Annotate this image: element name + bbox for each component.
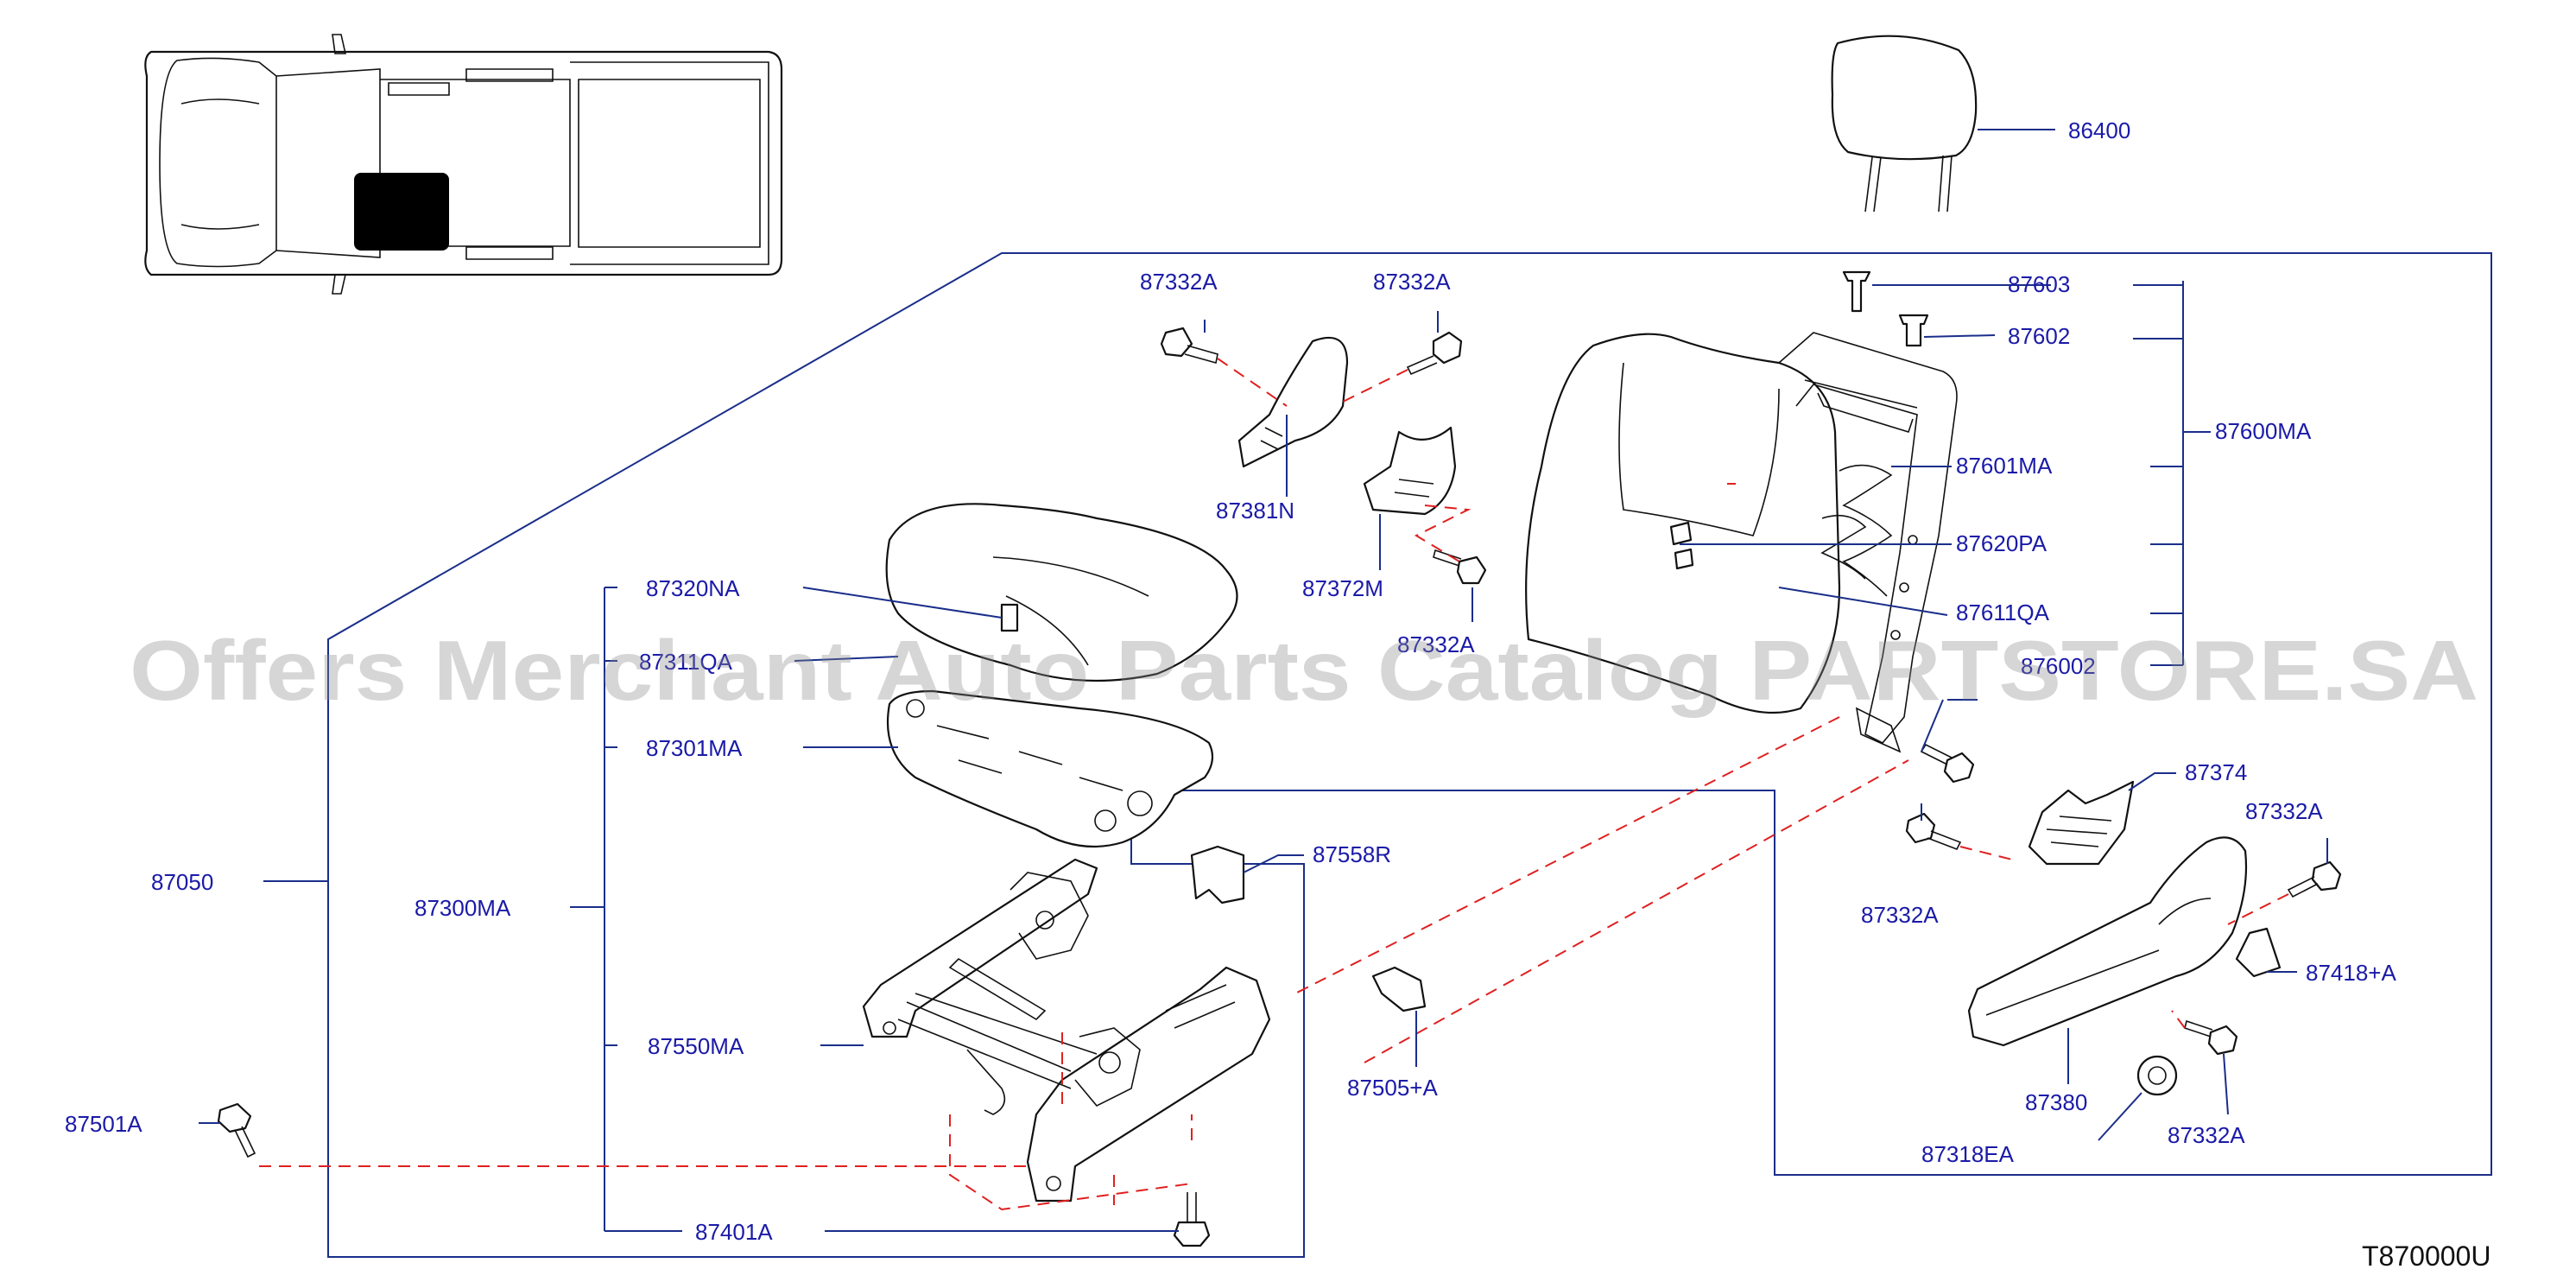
- clip-87602: [1898, 314, 1929, 347]
- label-87374[interactable]: 87374: [2185, 759, 2247, 785]
- bolt-87332A-5: [1905, 812, 1962, 851]
- label-87401A[interactable]: 87401A: [695, 1219, 773, 1245]
- label-87332A-top-middle[interactable]: 87332A: [1373, 269, 1451, 295]
- label-87300MA[interactable]: 87300MA: [415, 895, 511, 921]
- bolt-87501A: [217, 1102, 256, 1158]
- finisher-87380: [1967, 836, 2248, 1047]
- label-87332A-right-lower[interactable]: 87332A: [2168, 1122, 2245, 1148]
- leader-lines: [199, 129, 2328, 1232]
- seat-cushion-frame: [886, 689, 1214, 848]
- label-87550MA[interactable]: 87550MA: [648, 1033, 744, 1059]
- bracket-87505A: [1371, 966, 1427, 1012]
- seat-back-frame: [1778, 332, 1958, 753]
- label-87320NA[interactable]: 87320NA: [646, 575, 740, 601]
- watermark-text: Offers Merchant Auto Parts Catalog PARTS…: [130, 623, 2478, 718]
- label-87620PA[interactable]: 87620PA: [1956, 530, 2048, 556]
- bracket-87558R: [1190, 845, 1245, 904]
- label-87611QA[interactable]: 87611QA: [1956, 600, 2050, 625]
- cover-87372M: [1363, 426, 1457, 516]
- part-labels: 86400 87603 87602 87600MA 87601MA 87620P…: [65, 117, 2396, 1245]
- bolt-87332A-3: [1433, 549, 1487, 585]
- label-87332A-center[interactable]: 87332A: [1397, 631, 1475, 657]
- bolt-87332A-1: [1160, 327, 1218, 365]
- cover-87418A: [2235, 927, 2282, 978]
- bolt-87332A-2: [1406, 331, 1463, 376]
- assembly-group-frames: [327, 252, 2492, 1258]
- label-87332A-top-left[interactable]: 87332A: [1140, 269, 1218, 295]
- seat-adjuster-frame: [862, 858, 1271, 1203]
- label-87505A[interactable]: 87505+A: [1347, 1075, 1438, 1101]
- cover-87374: [2028, 780, 2135, 866]
- headrest-86400: [1831, 35, 1978, 213]
- diagram-code: T870000U: [2362, 1241, 2491, 1272]
- label-87603[interactable]: 87603: [2008, 271, 2070, 297]
- label-86400[interactable]: 86400: [2068, 117, 2130, 143]
- bolt-87332A-7: [2184, 1019, 2238, 1056]
- label-87311QA[interactable]: 87311QA: [639, 649, 733, 675]
- label-87380[interactable]: 87380: [2025, 1089, 2087, 1115]
- knob-87318EA: [2136, 1055, 2178, 1096]
- label-87301MA[interactable]: 87301MA: [646, 735, 743, 761]
- seat-cushion-pad: [885, 503, 1238, 682]
- label-87332A-right-upper[interactable]: 87332A: [2245, 798, 2323, 824]
- label-87050[interactable]: 87050: [151, 869, 213, 895]
- bolt-87332A-4: [1920, 743, 1975, 784]
- label-87381N[interactable]: 87381N: [1216, 498, 1294, 524]
- seat-location-marker: [354, 173, 449, 251]
- label-87418A[interactable]: 87418+A: [2306, 960, 2396, 986]
- label-87501A[interactable]: 87501A: [65, 1111, 142, 1137]
- vehicle-locator-outline: [144, 34, 783, 295]
- installation-dashed-lines: [259, 358, 2289, 1211]
- tag-87620PA: [1669, 521, 1694, 570]
- bolt-87401A: [1173, 1192, 1211, 1247]
- clip-87603: [1842, 270, 1871, 313]
- cover-87381N: [1237, 336, 1349, 468]
- label-876002[interactable]: 876002: [2021, 653, 2096, 679]
- bolt-87332A-6: [2287, 860, 2342, 898]
- label-87372M[interactable]: 87372M: [1302, 575, 1383, 601]
- label-87600MA[interactable]: 87600MA: [2215, 418, 2312, 444]
- label-87602[interactable]: 87602: [2008, 323, 2070, 349]
- label-87332A-right-left[interactable]: 87332A: [1861, 902, 1939, 928]
- label-87601MA[interactable]: 87601MA: [1956, 453, 2053, 479]
- label-87318EA[interactable]: 87318EA: [1921, 1141, 2015, 1167]
- label-87558R[interactable]: 87558R: [1313, 841, 1391, 867]
